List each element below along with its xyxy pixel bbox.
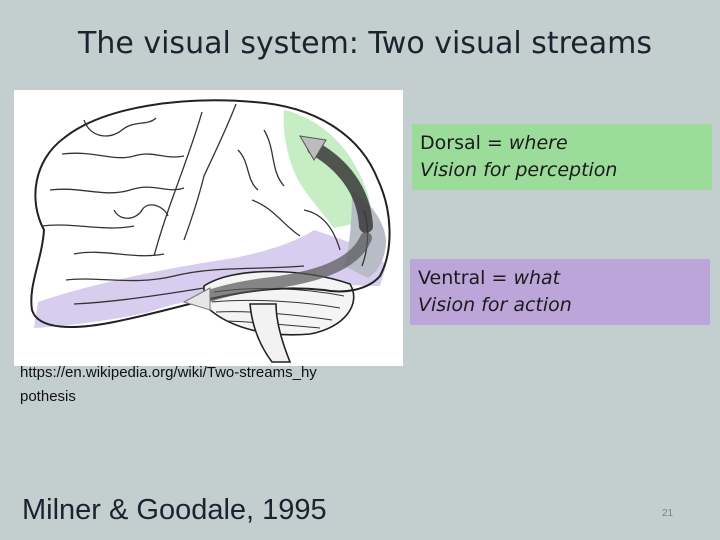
ventral-title-line: Ventral = what (418, 265, 702, 292)
ventral-keyword: what (513, 267, 560, 289)
dorsal-title-line: Dorsal = where (420, 130, 704, 157)
slide-title: The visual system: Two visual streams (0, 26, 720, 61)
ventral-callout: Ventral = what Vision for action (410, 259, 710, 325)
ventral-description: Vision for action (418, 292, 702, 319)
dorsal-callout: Dorsal = where Vision for perception (412, 124, 712, 190)
dorsal-keyword: where (509, 132, 568, 154)
dorsal-label: Dorsal = (420, 132, 509, 154)
source-link[interactable]: https://en.wikipedia.org/wiki/Two-stream… (20, 361, 320, 409)
brain-illustration (14, 90, 403, 366)
ventral-label: Ventral = (418, 267, 513, 289)
citation: Milner & Goodale, 1995 (22, 494, 327, 527)
dorsal-description: Vision for perception (420, 157, 704, 184)
brain-figure (14, 90, 403, 366)
page-number: 21 (662, 508, 673, 519)
